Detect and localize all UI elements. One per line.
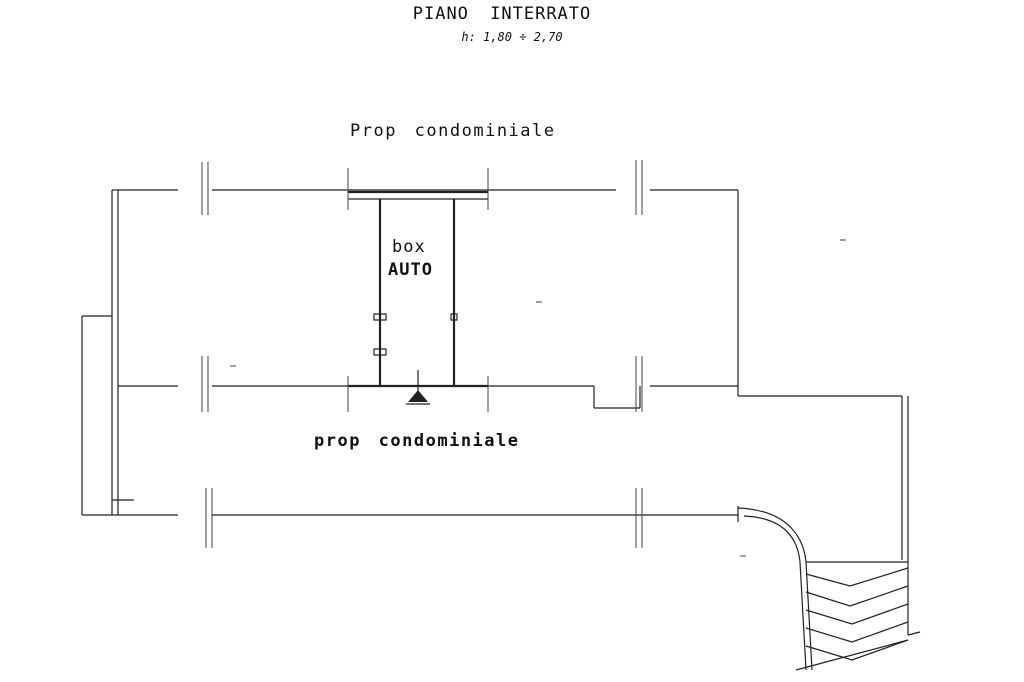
dimension-ticks-middle [201, 356, 643, 412]
stray-marks [230, 239, 846, 557]
dimension-ticks-bottom [205, 488, 643, 548]
bottom-area-label: prop condominiale [314, 431, 520, 451]
entrance-marker [406, 370, 430, 405]
ramp-curve [737, 507, 813, 671]
top-wall [124, 189, 738, 200]
plan-title: PIANO INTERRATO [412, 4, 592, 24]
right-wall [737, 190, 921, 636]
left-wall [81, 189, 150, 516]
top-area-label: Prop condominiale [350, 121, 556, 141]
height-note: h: 1,80 ÷ 2,70 [461, 30, 563, 44]
garage-box [373, 199, 458, 386]
bottom-wall [136, 506, 739, 522]
box-label: box [392, 237, 426, 257]
middle-wall [150, 384, 738, 409]
dimension-ticks-top [201, 160, 643, 215]
auto-label: AUTO [388, 260, 433, 280]
ramp-chevrons [795, 561, 909, 671]
